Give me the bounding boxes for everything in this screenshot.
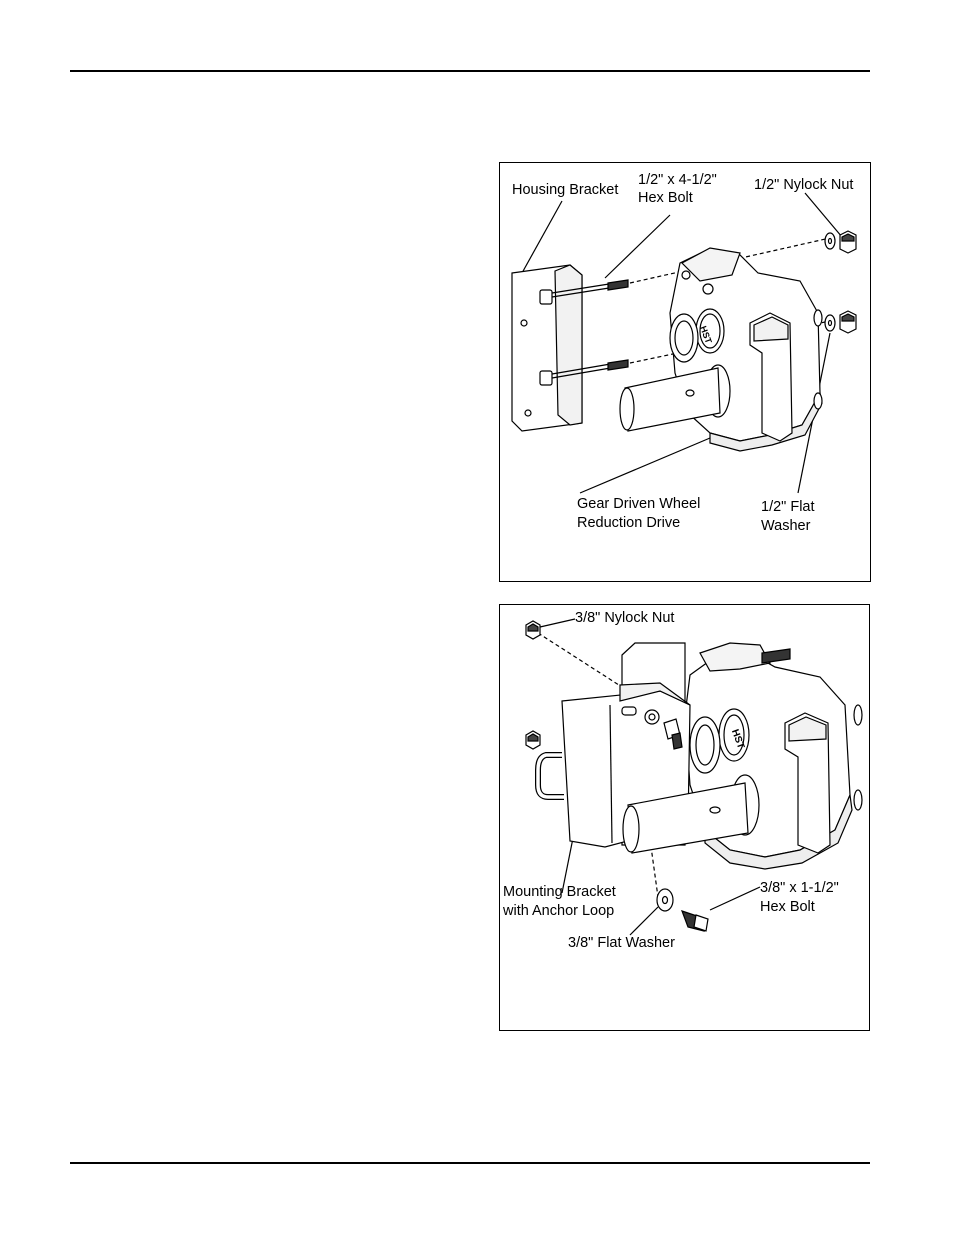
figure-1-drawing: HST xyxy=(511,192,857,494)
leader-hex-bolt xyxy=(604,214,671,279)
label-hex-bolt: Hex Bolt xyxy=(638,190,693,206)
figure-mounting-bracket-assembly: HST 3/8" Nylock Nut Mounting Bracket wit… xyxy=(499,604,870,1031)
flat-washer xyxy=(656,888,674,912)
leader-flat-washer xyxy=(629,906,659,936)
label-housing-bracket: Housing Bracket xyxy=(512,182,619,198)
flat-washer-top xyxy=(824,232,836,250)
label-hex-bolt: Hex Bolt xyxy=(760,899,815,915)
label-hex-bolt-size: 3/8" x 1-1/2" xyxy=(760,880,839,896)
label-flat-washer: 3/8" Flat Washer xyxy=(568,935,675,951)
label-mounting-bracket-line2: with Anchor Loop xyxy=(503,903,615,919)
label-nylock-nut: 1/2" Nylock Nut xyxy=(754,177,854,193)
leader-hex-bolt xyxy=(709,886,761,911)
leader-mounting-bracket xyxy=(561,832,575,894)
figure-2-drawing: HST xyxy=(525,618,863,936)
footer-rule xyxy=(70,1162,870,1164)
figure-housing-bracket-assembly: HST Housing Bracket 1/2" x 4-1/2" Hex Bo… xyxy=(499,162,871,582)
label-mounting-bracket-line1: Mounting Bracket xyxy=(503,884,616,900)
label-gear-drive-line1: Gear Driven Wheel xyxy=(577,496,701,512)
label-flat-washer-line2: Washer xyxy=(761,518,811,534)
label-gear-drive-line2: Reduction Drive xyxy=(577,515,681,531)
leader-housing-bracket xyxy=(521,200,563,274)
leader-nylock-nut xyxy=(539,618,576,628)
label-flat-washer-line1: 1/2" Flat xyxy=(761,499,815,515)
flat-washer-bottom xyxy=(824,314,836,332)
leader-nylock-nut xyxy=(804,192,843,238)
label-nylock-nut: 3/8" Nylock Nut xyxy=(575,610,675,626)
header-rule xyxy=(70,70,870,72)
leader-gear-drive xyxy=(579,437,711,494)
label-hex-bolt-size: 1/2" x 4-1/2" xyxy=(638,172,717,188)
